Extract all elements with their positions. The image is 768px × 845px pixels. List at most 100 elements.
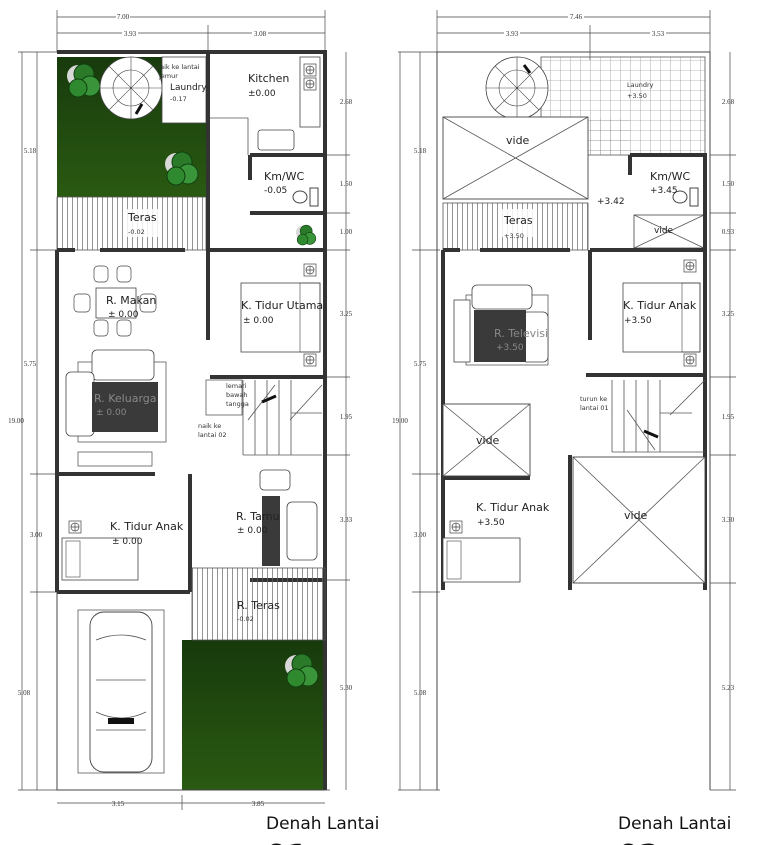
room-level-kmwc: +3.45: [650, 186, 678, 196]
bed-icon: [240, 282, 321, 353]
lemari-note: lemari: [226, 382, 247, 390]
plan-title: Denah Lantai: [618, 814, 731, 834]
dim-top-left: 3.93: [506, 30, 519, 38]
laundry-area: [161, 56, 207, 124]
room-level-kitchen: ±0.00: [248, 89, 276, 99]
room-level-televisi: +3.50: [496, 343, 524, 353]
dim-right-5: 1.95: [340, 413, 353, 421]
dim-right-7: 5.30: [340, 684, 353, 692]
spiral-stair-icon: [485, 56, 549, 120]
laundry-note: naik ke lantai: [156, 63, 200, 71]
vide-label: vide: [624, 509, 648, 522]
vide-void-left: [442, 403, 531, 477]
room-level-keluarga: ± 0.00: [96, 408, 127, 418]
vide-label: vide: [654, 226, 674, 236]
dim-left-c: 3.00: [414, 531, 427, 539]
dim-bottom-right: 3.85: [252, 800, 265, 808]
dim-top-right: 3.53: [652, 30, 665, 38]
laundry-note-2: jemur: [158, 72, 178, 80]
plan-title: Denah Lantai: [266, 814, 379, 834]
dim-top-total: 7.46: [570, 13, 583, 21]
spiral-stair-icon: [99, 56, 163, 120]
room-level-tidur-anak-2: +3.50: [477, 518, 505, 528]
dim-left-a: 5.18: [24, 147, 37, 155]
dim-right-3: 1.00: [340, 228, 353, 236]
room-label-makan: R. Makan: [106, 294, 156, 307]
bed-icon: [442, 537, 521, 583]
car-icon: [77, 609, 165, 774]
lamp-icon: [683, 353, 697, 367]
front-terrace: [191, 567, 326, 641]
room-level-tidur-anak: ± 0.00: [112, 537, 143, 547]
room-level-teras: -0.02: [128, 228, 145, 236]
dim-right-1: 2.68: [722, 98, 735, 106]
dim-top-total: 7.00: [117, 13, 130, 21]
dim-right-3: 0.93: [722, 228, 735, 236]
lamp-icon: [303, 353, 317, 367]
room-label-teras: Teras: [127, 211, 157, 224]
sink-icon: [257, 129, 295, 151]
staircase-icon: [205, 379, 323, 456]
walls: [55, 50, 327, 791]
room-label-tamu: R. Tamu: [236, 510, 280, 523]
room-level-makan: ± 0.00: [108, 310, 139, 320]
vide-label: vide: [476, 434, 500, 447]
sofa-set-icon: [453, 284, 549, 366]
dim-left-d: 5.08: [414, 689, 427, 697]
stove-icon: [303, 77, 317, 91]
dim-top-right: 3.08: [254, 30, 267, 38]
room-level-tidur-utama: ± 0.00: [243, 316, 274, 326]
room-label-laundry: Laundry: [627, 81, 654, 89]
dim-left-b: 5.75: [414, 360, 427, 368]
room-level-tidur-anak: +3.50: [624, 316, 652, 326]
plan-number: 02: [618, 839, 660, 845]
room-level-teras: +3.50: [504, 232, 524, 240]
vide-void-right: [572, 456, 706, 584]
landing-level: +3.42: [597, 197, 625, 207]
sofa-set-icon: [65, 349, 167, 467]
dim-left-c: 3.00: [30, 531, 43, 539]
stair-note: lantai 01: [580, 404, 609, 412]
room-level-tamu: ± 0.00: [237, 526, 268, 536]
dim-left-total: 19.00: [8, 417, 24, 425]
room-label-kmwc: Km/WC: [650, 170, 691, 183]
stove-icon: [303, 63, 317, 77]
room-label-tidur-anak: K. Tidur Anak: [110, 520, 184, 533]
room-label-laundry: Laundry: [170, 83, 207, 93]
vide-label: vide: [506, 134, 530, 147]
dim-right-5: 1.95: [722, 413, 735, 421]
bed-icon: [622, 282, 701, 353]
room-label-keluarga: R. Keluarga: [94, 392, 157, 405]
room-level-r-teras: -0.02: [237, 615, 254, 623]
tree-icon: [295, 224, 317, 246]
dim-right-6: 3.33: [340, 516, 353, 524]
room-label-tidur-utama: K. Tidur Utama: [241, 299, 323, 312]
dim-left-total: 19.00: [392, 417, 408, 425]
lamp-icon: [683, 259, 697, 273]
dim-right-4: 3.25: [722, 310, 735, 318]
lamp-icon: [303, 263, 317, 277]
room-label-r-teras: R. Teras: [237, 599, 280, 612]
toilet-icon: [292, 190, 308, 204]
stair-note: lantai 02: [198, 431, 227, 439]
room-label-kmwc: Km/WC: [264, 170, 305, 183]
room-label-televisi: R. Televisi: [494, 327, 548, 340]
dining-table-icon: [73, 265, 157, 337]
stair-note: turun ke: [580, 395, 607, 403]
stair-note: naik ke: [198, 422, 221, 430]
dim-left-a: 5.18: [414, 147, 427, 155]
dim-right-2: 1.50: [340, 180, 353, 188]
plan-lantai-01: 7.00 3.93 3.08 5.18 5.75 19.00 3.00 5.08…: [8, 10, 379, 845]
vide-void-small: [633, 214, 705, 249]
room-label-tidur-anak: K. Tidur Anak: [623, 299, 697, 312]
room-level-laundry: +3.50: [627, 92, 647, 100]
room-label-kitchen: Kitchen: [248, 72, 289, 85]
dim-right-6: 3.30: [722, 516, 735, 524]
plan-lantai-02: 7.46 3.93 3.53 5.18 5.75 19.00 3.00 5.08…: [392, 10, 736, 845]
vide-void-top: [442, 116, 589, 200]
staircase-icon: [611, 379, 706, 453]
bed-icon: [61, 537, 139, 581]
dim-right-1: 2.68: [340, 98, 353, 106]
dim-top-left: 3.93: [124, 30, 137, 38]
